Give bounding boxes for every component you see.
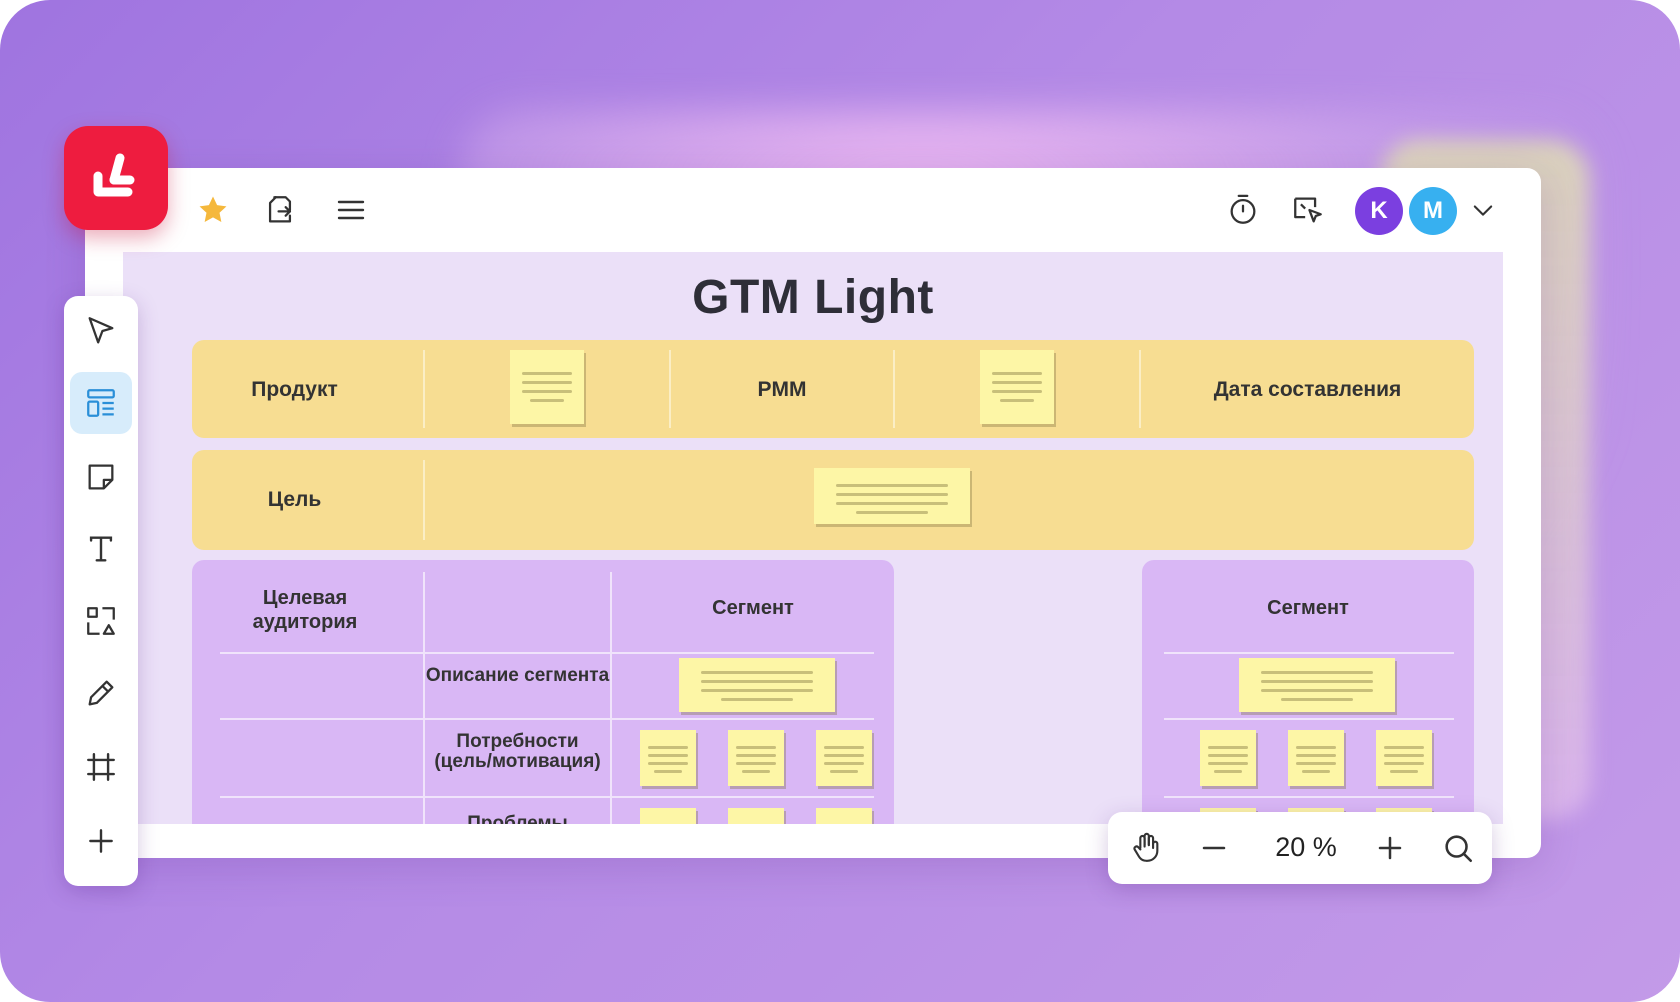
label-problems: Проблемы [467,813,568,825]
sticky-note[interactable] [1200,730,1256,786]
label-pmm: PMM [757,378,807,401]
row-divider [1164,652,1454,654]
sticky-note-wide[interactable] [679,658,835,712]
pen-icon[interactable] [70,662,132,724]
zoom-out-icon[interactable] [1194,828,1234,868]
sticky-note[interactable] [1376,730,1432,786]
sticky-note-wide[interactable] [814,468,970,524]
label-segment: Сегмент [1267,597,1349,619]
divider [423,572,425,824]
audience-panel[interactable]: Целевая аудитория Сегмент Описание сегме… [192,560,894,824]
sticky-note[interactable] [816,808,872,824]
zoom-controls: 20 % [1108,812,1492,884]
divider [423,460,425,540]
band-product-row[interactable]: Продукт PMM Дата составления [192,340,1474,438]
tool-panel [64,296,138,886]
plus-icon[interactable] [70,810,132,872]
divider [1139,350,1141,428]
divider [669,350,671,428]
sticky-note[interactable] [728,808,784,824]
divider [610,572,612,824]
top-bar: K M [85,168,1541,252]
template-icon[interactable] [70,372,132,434]
cursor-share-icon[interactable] [1288,190,1328,230]
search-icon[interactable] [1438,828,1478,868]
sticky-note-icon[interactable] [70,446,132,508]
frame-icon[interactable] [70,736,132,798]
text-icon[interactable] [70,518,132,580]
shapes-icon[interactable] [70,590,132,652]
board-title: GTM Light [692,271,934,324]
avatar-initial: K [1370,197,1388,224]
divider [423,350,425,428]
label-target-audience: Целевая аудитория [252,587,358,633]
avatar-m[interactable]: M [1409,187,1457,235]
label-goal: Цель [267,488,322,511]
timer-icon[interactable] [1223,190,1263,230]
app-logo [64,126,168,230]
sticky-note[interactable] [728,730,784,786]
sticky-note[interactable] [640,730,696,786]
star-icon[interactable] [193,190,233,230]
row-divider [220,796,874,798]
board-window: K M GTM Light Продукт PMM [85,168,1541,858]
hand-icon[interactable] [1126,828,1166,868]
sticky-note[interactable] [1288,730,1344,786]
sticky-note[interactable] [980,350,1054,424]
avatar-k[interactable]: K [1355,187,1403,235]
label-product: Продукт [251,378,338,401]
sticky-note[interactable] [510,350,584,424]
label-needs: Потребности (цель/мотивация) [434,731,601,772]
divider [893,350,895,428]
label-segment-description: Описание сегмента [425,665,610,686]
row-divider [220,718,874,720]
sticky-note[interactable] [816,730,872,786]
zoom-in-icon[interactable] [1370,828,1410,868]
row-divider [1164,718,1454,720]
segment-panel[interactable]: Сегмент [1142,560,1474,824]
export-icon[interactable] [260,190,300,230]
zoom-level: 20 % [1275,832,1337,862]
avatar-initial: M [1423,197,1443,224]
sticky-note-wide[interactable] [1239,658,1395,712]
band-goal-row[interactable]: Цель [192,450,1474,550]
row-divider [220,652,874,654]
menu-icon[interactable] [331,190,371,230]
row-divider [1164,796,1454,798]
chevron-down-icon[interactable] [1463,190,1503,230]
pointer-icon[interactable] [70,300,132,362]
label-segment: Сегмент [712,597,794,619]
board-canvas[interactable]: GTM Light Продукт PMM Дата составления [123,252,1503,824]
sticky-note[interactable] [640,808,696,824]
label-date: Дата составления [1213,378,1402,401]
